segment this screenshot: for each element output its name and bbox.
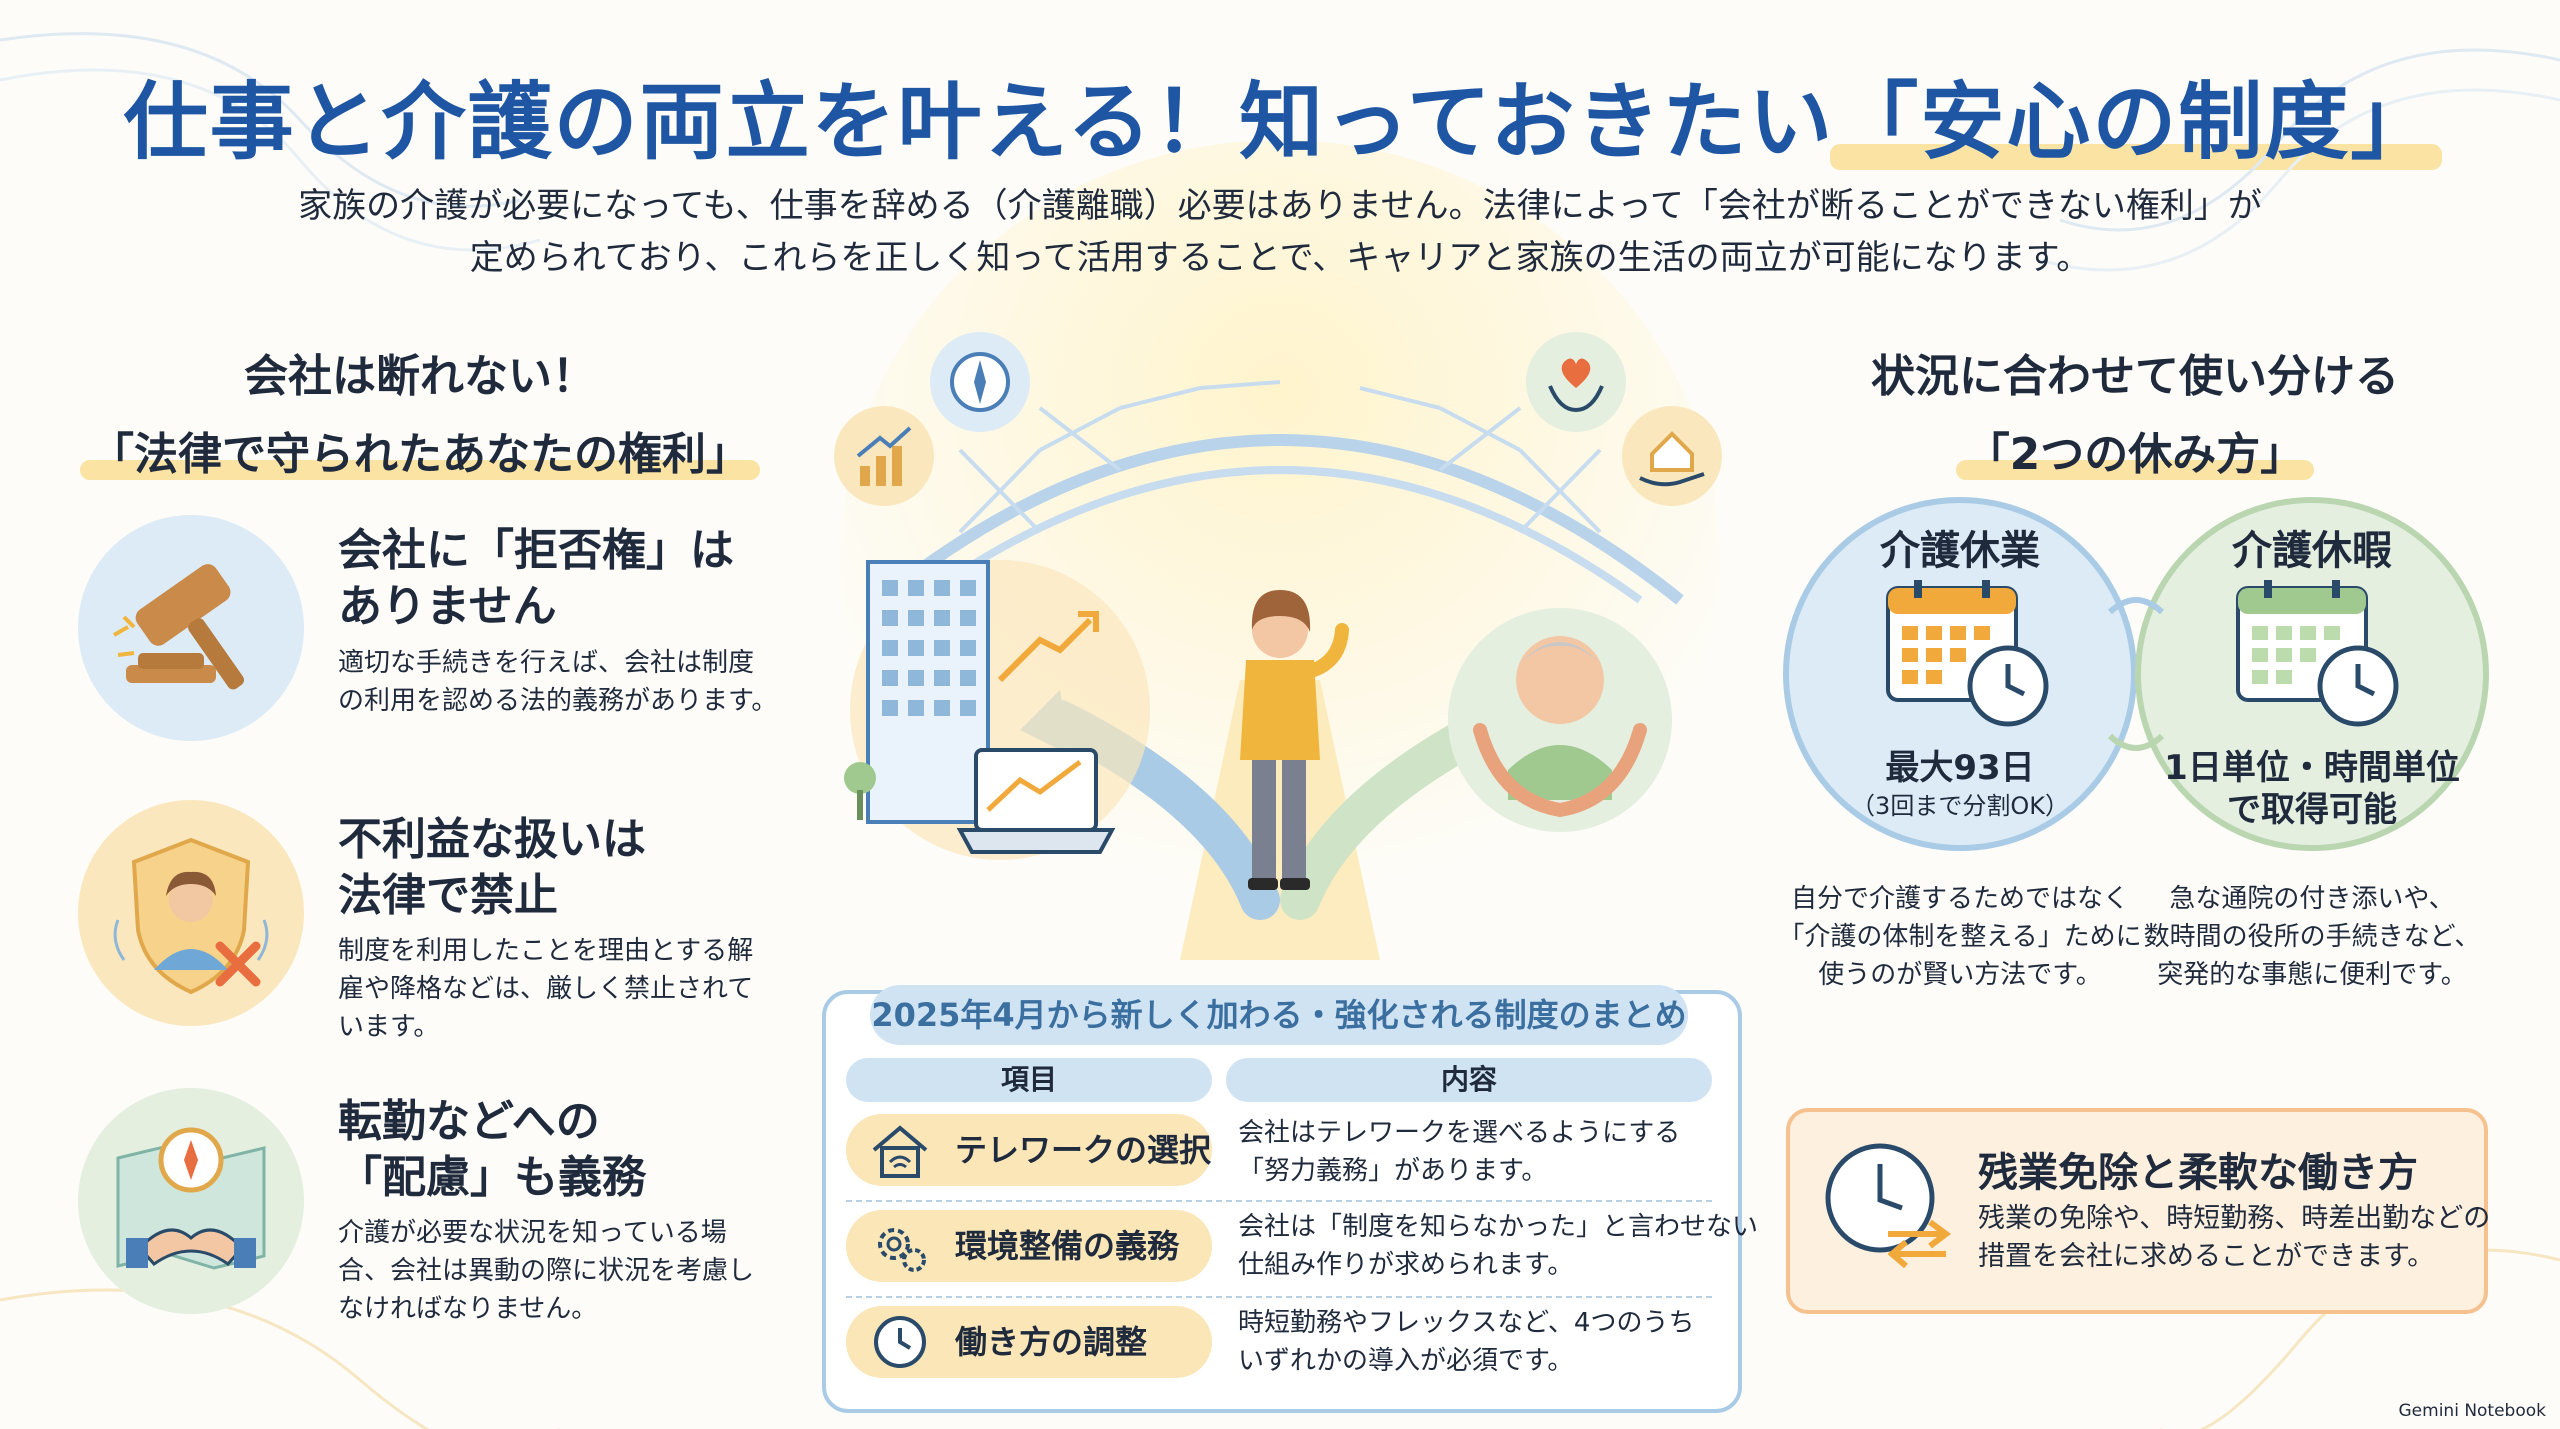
table-row-desc-line1: 時短勤務やフレックスなど、4つのうち <box>1238 1308 1695 1338</box>
right-1-desc: 適切な手続きを行えば、会社は制度 の利用を認める法的義務があります。 <box>338 644 777 720</box>
overtime-title: 残業免除と柔軟な働き方 <box>1978 1150 2418 1196</box>
gears-icon <box>878 1228 926 1272</box>
right-3-desc-line2: 合、会社は異動の際に状況を考慮し <box>338 1256 755 1286</box>
growth-chart-icon <box>834 406 934 506</box>
right-3-title: 転勤などへの 「配慮」も義務 <box>338 1094 646 1206</box>
kaigo-kyugyo-desc-line2: 「介護の体制を整える」ために <box>1778 922 2142 952</box>
right-3-desc: 介護が必要な状況を知っている場 合、会社は異動の際に状況を考慮し なければなりま… <box>338 1214 754 1328</box>
calendar-clock-icon <box>1886 580 2049 727</box>
kaigo-kyuka-desc: 急な通院の付き添いや、 数時間の役所の手続きなど、 突発的な事態に便利です。 <box>2122 880 2502 994</box>
right-2-title-line2: 法律で禁止 <box>338 870 558 921</box>
kaigo-kyuka-name: 介護休暇 <box>2232 528 2392 574</box>
table-row-desc: 会社はテレワークを選べるようにする 「努力義務」があります。 <box>1238 1114 1680 1190</box>
kaigo-kyugyo-desc-line3: 使うのが賢い方法です。 <box>1818 960 2102 990</box>
right-1-title-line2: ありません <box>338 581 557 632</box>
right-3-title-line2: 「配慮」も義務 <box>338 1152 646 1203</box>
table-row-desc-line1: 会社は「制度を知らなかった」と言わせない <box>1238 1212 1759 1242</box>
right-1-desc-line2: の利用を認める法的義務があります。 <box>338 686 778 716</box>
right-2-title-line1: 不利益な扱いは <box>338 814 646 865</box>
table-title: 2025年4月から新しく加わる・強化される制度のまとめ <box>870 985 1688 1045</box>
kaigo-kyugyo-value: 最大93日 <box>1885 748 2035 788</box>
right-2-desc-line1: 制度を利用したことを理由とする解 <box>338 936 754 966</box>
right-2-title: 不利益な扱いは 法律で禁止 <box>338 812 646 924</box>
kaigo-kyugyo-name: 介護休業 <box>1880 528 2040 574</box>
table-row-desc-line2: 「努力義務」があります。 <box>1238 1156 1548 1186</box>
row-divider <box>846 1200 1712 1202</box>
table-row-desc-line1: 会社はテレワークを選べるようにする <box>1238 1118 1681 1148</box>
table-row-desc: 会社は「制度を知らなかった」と言わせない 仕組み作りが求められます。 <box>1238 1208 1758 1284</box>
shield-person-icon <box>78 800 304 1026</box>
right-2-desc-line3: います。 <box>338 1012 440 1042</box>
right-1-desc-line1: 適切な手続きを行えば、会社は制度 <box>338 648 755 678</box>
leaves-heading: 状況に合わせて使い分ける 「2つの休み方」 <box>1800 340 2470 482</box>
kaigo-kyuka-value-line2: で取得可能 <box>2227 790 2397 830</box>
right-3-desc-line3: なければなりません。 <box>338 1294 598 1324</box>
calendar-clock-icon <box>2236 580 2399 727</box>
kaigo-kyuka-desc-line1: 急な通院の付き添いや、 <box>2169 884 2455 914</box>
rights-heading-line1: 会社は断れない！ <box>244 351 596 402</box>
table-row-desc-line2: いずれかの導入が必須です。 <box>1238 1346 1574 1376</box>
leaves-heading-line1: 状況に合わせて使い分ける <box>1871 351 2399 402</box>
compass-handshake-icon <box>78 1088 304 1314</box>
rights-heading-line2: 「法律で守られたあなたの権利」 <box>80 418 760 482</box>
kaigo-kyugyo-note: （3回まで分割OK） <box>1851 792 2069 820</box>
row-divider <box>846 1296 1712 1298</box>
clock-swap-icon <box>1825 1143 1951 1269</box>
right-3-desc-line1: 介護が必要な状況を知っている場 <box>338 1218 727 1248</box>
overtime-desc-line2: 措置を会社に求めることができます。 <box>1978 1241 2435 1272</box>
right-1-title: 会社に「拒否権」は ありません <box>338 523 734 635</box>
compass-icon <box>930 332 1030 432</box>
kaigo-kyugyo-desc-line1: 自分で介護するためではなく <box>1790 884 2129 914</box>
intro-line-2: 定められており、これらを正しく知って活用することで、キャリアと家族の生活の両立が… <box>469 238 2091 278</box>
table-row-desc: 時短勤務やフレックスなど、4つのうち いずれかの導入が必須です。 <box>1238 1304 1694 1380</box>
table-header-item: 項目 <box>846 1058 1212 1102</box>
bridge-illustration <box>844 380 1684 960</box>
kaigo-kyuka-desc-line2: 数時間の役所の手続きなど、 <box>2143 922 2481 952</box>
leaves-heading-line2: 「2つの休み方」 <box>1955 418 2314 482</box>
page-title: 仕事と介護の両立を叶える！知っておきたい「安心の制度」 <box>0 55 2560 176</box>
table-row-label: テレワークの選択 <box>955 1131 1212 1169</box>
table-row-label: 環境整備の義務 <box>955 1227 1180 1265</box>
table-row-desc-line2: 仕組み作りが求められます。 <box>1238 1250 1574 1280</box>
table-row-label: 働き方の調整 <box>955 1323 1148 1361</box>
kaigo-kyugyo-desc: 自分で介護するためではなく 「介護の体制を整える」ために 使うのが賢い方法です。 <box>1770 880 2150 994</box>
kaigo-kyuka-value-line1: 1日単位・時間単位 <box>2164 748 2460 788</box>
table-header-content: 内容 <box>1226 1058 1712 1102</box>
gavel-icon <box>78 515 304 741</box>
intro-line-1: 家族の介護が必要になっても、仕事を辞める（介護離職）必要はありません。法律によっ… <box>298 186 2262 226</box>
right-2-desc: 制度を利用したことを理由とする解 雇や降格などは、厳しく禁止されて います。 <box>338 932 753 1046</box>
right-1-title-line1: 会社に「拒否権」は <box>338 525 734 576</box>
title-highlight: 「安心の制度」 <box>1830 55 2443 176</box>
heart-hands-icon <box>1526 332 1626 432</box>
rights-heading: 会社は断れない！ 「法律で守られたあなたの権利」 <box>60 340 780 482</box>
brand-label: Gemini Notebook <box>2398 1401 2547 1421</box>
kaigo-kyuka-desc-line3: 突発的な事態に便利です。 <box>2157 960 2467 990</box>
right-2-desc-line2: 雇や降格などは、厳しく禁止されて <box>338 974 754 1004</box>
right-3-title-line1: 転勤などへの <box>338 1096 600 1147</box>
overtime-desc-line1: 残業の免除や、時短勤務、時差出勤などの <box>1978 1203 2491 1234</box>
house-hand-icon <box>1622 406 1722 506</box>
clock-icon <box>874 1316 926 1368</box>
house-wifi-icon <box>872 1125 928 1178</box>
